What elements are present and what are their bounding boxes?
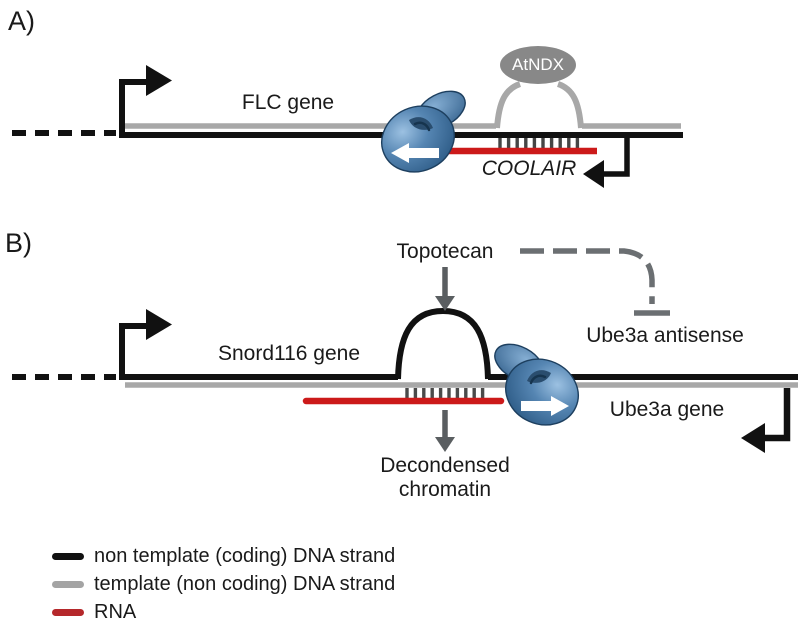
ube3a-gene-label: Ube3a gene [609,398,725,421]
atndx-protein-label: AtNDX [512,55,564,74]
rna-dna-hybrid-ticks [405,388,485,398]
rna-swatch-icon [52,609,84,616]
dna-loop-leg [494,81,522,129]
sense-promoter-arrow-icon [119,65,172,136]
topotecan-label: Topotecan [396,240,494,263]
coding-strand-swatch-icon [52,553,84,560]
legend-label: template (non coding) DNA strand [94,573,396,595]
legend-item-template-strand: template (non coding) DNA strand [52,573,395,596]
snord116-gene-label: Snord116 gene [217,342,361,365]
legend-label: non template (coding) DNA strand [94,545,396,567]
inhibition-arrow-icon [520,248,670,316]
dna-loop-arch [395,307,491,380]
panel-b [12,248,798,453]
panel-a-label: A) [8,6,35,36]
topotecan-down-arrow-icon [435,267,455,311]
sense-promoter-arrow-icon [119,309,172,380]
ube3a-antisense-label: Ube3a antisense [586,324,744,347]
legend-label: RNA [94,601,137,620]
decondensed-down-arrow-icon [435,410,455,452]
ube3a-promoter-arrow-icon [741,388,791,453]
dna-loop-leg [556,81,584,129]
template-strand-swatch-icon [52,581,84,588]
legend-item-coding-strand: non template (coding) DNA strand [52,545,395,568]
flc-gene-label: FLC gene [241,91,335,114]
antisense-promoter-arrow-icon [583,138,630,188]
decondensed-chromatin-label: Decondensed chromatin [380,454,510,501]
legend-item-rna: RNA [52,601,136,620]
rna-dna-hybrid-ticks [498,138,580,148]
panel-b-label: B) [5,228,32,258]
panel-a [12,46,683,188]
atndx-protein-shape [500,46,576,84]
coolair-rna-label: COOLAIR [481,157,577,180]
